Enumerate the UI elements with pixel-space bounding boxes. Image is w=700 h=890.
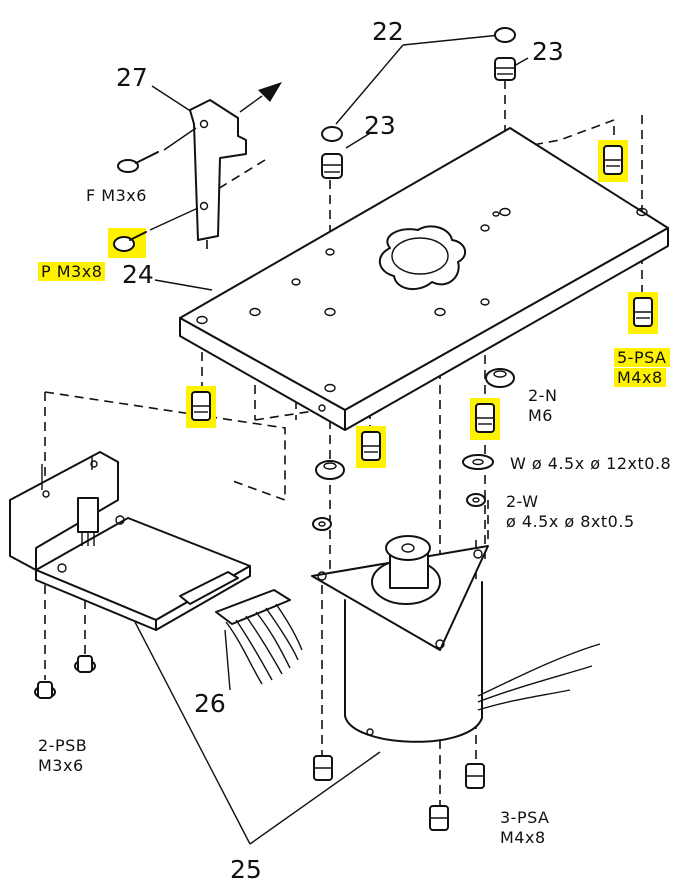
stepper-motor bbox=[311, 535, 601, 743]
label-5psa: 5-PSA M4x8 bbox=[614, 348, 670, 388]
bottom-screws bbox=[34, 655, 485, 831]
bracket-27 bbox=[189, 82, 282, 241]
plate-24 bbox=[179, 127, 669, 431]
label-fm3x6: F M3x6 bbox=[86, 186, 147, 205]
callout-25: 25 bbox=[230, 855, 262, 884]
label-5psa-line1: 5-PSA bbox=[614, 348, 670, 367]
callout-23a: 23 bbox=[532, 37, 564, 66]
cable-26 bbox=[215, 589, 303, 685]
label-3psa-line1: 3-PSA bbox=[500, 808, 550, 827]
spacer-23b bbox=[321, 153, 343, 179]
screw-set bbox=[191, 145, 653, 461]
pcb-25 bbox=[9, 451, 251, 631]
screw-pm3x8 bbox=[108, 207, 199, 258]
label-2psb: 2-PSB M3x6 bbox=[38, 736, 87, 776]
callout-26: 26 bbox=[194, 689, 226, 718]
callout-27: 27 bbox=[116, 63, 148, 92]
cap-22 bbox=[494, 27, 516, 43]
spacer-23a bbox=[494, 57, 516, 81]
label-2psb-line2: M3x6 bbox=[38, 756, 84, 775]
nuts-washers bbox=[312, 368, 515, 531]
label-3psa: 3-PSA M4x8 bbox=[500, 808, 550, 848]
label-washer-w: W ø 4.5x ø 12xt0.8 bbox=[510, 454, 672, 473]
label-pm3x8-text: P M3x8 bbox=[38, 262, 106, 281]
label-2n-line1: 2-N bbox=[528, 386, 558, 405]
label-2w: 2-W ø 4.5x ø 8xt0.5 bbox=[506, 492, 635, 532]
label-5psa-line2: M4x8 bbox=[614, 368, 666, 387]
leader-lines bbox=[134, 34, 529, 845]
label-2n: 2-N M6 bbox=[528, 386, 557, 426]
label-2w-line2: ø 4.5x ø 8xt0.5 bbox=[506, 512, 635, 531]
callout-22: 22 bbox=[372, 17, 404, 46]
callout-24: 24 bbox=[122, 260, 154, 289]
callout-23b: 23 bbox=[364, 111, 396, 140]
label-3psa-line2: M4x8 bbox=[500, 828, 546, 847]
label-2psb-line1: 2-PSB bbox=[38, 736, 88, 755]
cap-22b bbox=[321, 126, 343, 142]
label-2n-line2: M6 bbox=[528, 406, 553, 425]
label-pm3x8: P M3x8 bbox=[38, 262, 106, 282]
screw-fm3x6 bbox=[117, 127, 197, 173]
callout-numbers: 22 23 23 27 24 26 25 bbox=[116, 17, 564, 884]
label-2w-line1: 2-W bbox=[506, 492, 539, 511]
